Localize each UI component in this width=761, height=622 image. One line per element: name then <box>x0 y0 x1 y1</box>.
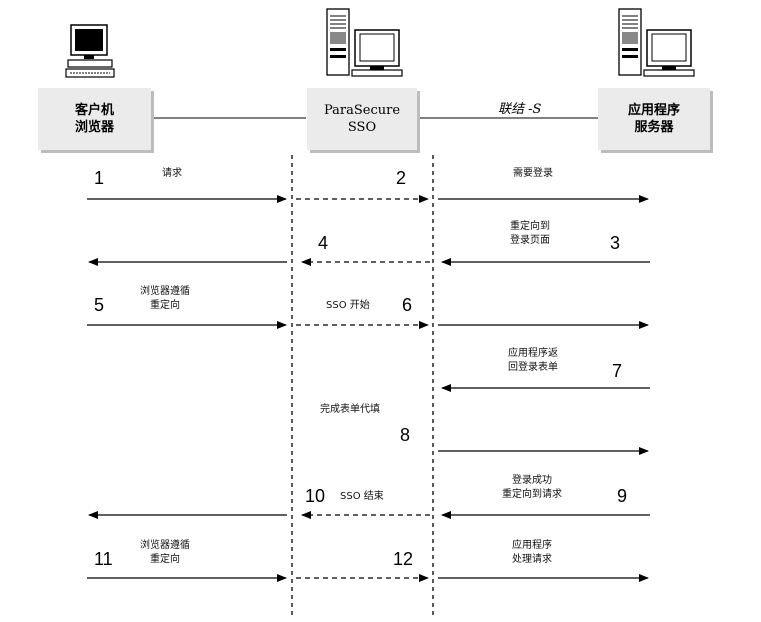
step-number: 10 <box>305 486 326 506</box>
step-label-text: 应用程序 处理请求 <box>512 540 552 565</box>
app-server-box: 应用程序 服务器 <box>598 88 710 150</box>
step-number: 12 <box>393 549 414 569</box>
step-label: SSO 结束 <box>340 490 384 504</box>
step-label-text: 登录成功 重定向到请求 <box>502 475 562 500</box>
step-label-text: 应用程序返 回登录表单 <box>508 348 558 373</box>
client-line1: 客户机 <box>74 103 114 118</box>
step-label: 应用程序返 回登录表单 <box>508 347 558 375</box>
label-mask <box>306 296 416 316</box>
client-browser-box: 客户机 浏览器 <box>38 88 151 150</box>
step-number: 5 <box>94 295 105 315</box>
label-mask <box>310 378 400 440</box>
sso-line1: ParaSecure <box>323 103 401 118</box>
step-label-text: SSO 开始 <box>326 300 370 311</box>
step-label-text: 需要登录 <box>513 168 553 179</box>
step-label: 应用程序 处理请求 <box>512 539 552 567</box>
step-number: 1 <box>94 168 105 188</box>
step-label-text: 请求 <box>162 168 182 179</box>
step-label-text: 浏览器遵循 重定向 <box>140 540 190 565</box>
link-label: 联结 -S <box>498 102 542 117</box>
appserver-line1: 应用程序 <box>627 103 680 118</box>
step-label: 请求 <box>162 167 182 181</box>
sso-line2: SSO <box>347 120 377 135</box>
step-label: 完成表单代填 <box>320 403 380 417</box>
step-number: 3 <box>610 233 621 253</box>
step-label-text: 浏览器遵循 重定向 <box>140 286 190 311</box>
step-number: 9 <box>617 486 628 506</box>
step-number: 7 <box>612 361 623 381</box>
desktop-computer-icon <box>65 24 115 78</box>
client-line2: 浏览器 <box>74 120 114 135</box>
step-label: 浏览器遵循 重定向 <box>140 539 190 567</box>
step-label: 登录成功 重定向到请求 <box>502 474 562 502</box>
step-number: 11 <box>94 549 113 569</box>
server-tower-icon <box>326 8 403 77</box>
step-label-text: 完成表单代填 <box>320 404 380 415</box>
step-number: 2 <box>396 168 407 188</box>
server-tower-icon <box>618 8 695 77</box>
step-label: 重定向到 登录页面 <box>510 220 550 248</box>
step-label: 浏览器遵循 重定向 <box>140 285 190 313</box>
step-number: 4 <box>318 233 329 253</box>
label-mask <box>330 458 402 510</box>
appserver-line2: 服务器 <box>634 120 674 135</box>
step-number: 6 <box>402 295 413 315</box>
step-number: 8 <box>400 425 411 445</box>
step-label-text: 重定向到 登录页面 <box>510 221 550 246</box>
step-label-text: SSO 结束 <box>340 491 384 502</box>
sso-box: ParaSecure SSO <box>307 88 417 150</box>
step-label: SSO 开始 <box>326 299 370 313</box>
step-label: 需要登录 <box>513 167 553 181</box>
